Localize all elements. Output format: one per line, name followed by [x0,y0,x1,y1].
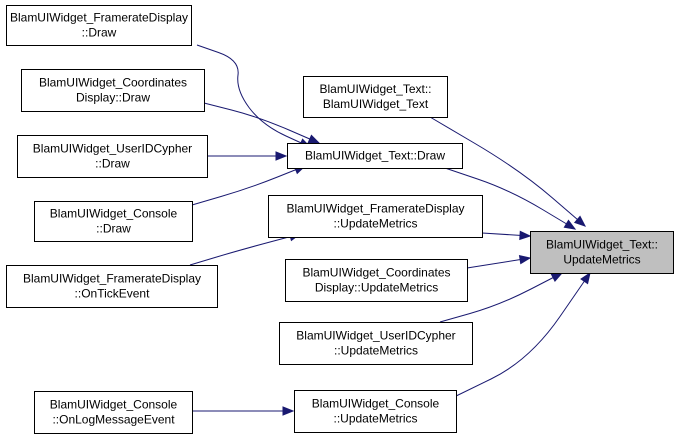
node-box [268,195,483,238]
node-box [287,143,463,169]
node-userid-draw[interactable]: BlamUIWidget_UserIDCypher::Draw [17,135,208,178]
node-label: BlamUIWidget_Text::Draw [305,149,445,163]
node-box [34,201,193,242]
edge-console_update-to-text_update [451,271,591,399]
node-label: ::Draw [96,222,131,236]
edge-line [203,102,320,144]
node-label: ::OnTickEvent [75,287,151,301]
node-label: ::UpdateMetrics [334,344,418,358]
edge-text_draw-to-text_update [444,167,577,230]
node-label: ::UpdateMetrics [333,412,417,426]
arrowhead-icon [550,272,564,283]
edge-userid_draw-to-text_draw [207,151,288,161]
edge-line [196,44,311,148]
node-label: BlamUIWidget_UserIDCypher [296,329,455,343]
edge-line [191,165,306,206]
node-userid-update[interactable]: BlamUIWidget_UserIDCypher::UpdateMetrics [279,322,473,365]
node-label: ::Draw [95,157,130,171]
edge-framerate_update-to-text_update [481,230,532,241]
node-box [530,231,674,274]
call-nodes: BlamUIWidget_FramerateDisplay::DrawBlamU… [6,5,674,434]
node-label: Display::Draw [76,91,150,105]
node-text-update[interactable]: BlamUIWidget_Text::UpdateMetrics [530,231,674,274]
node-box [285,259,468,302]
arrowhead-icon [580,271,591,285]
arrowhead-icon [573,215,587,227]
node-label: ::Draw [82,26,117,40]
arrowhead-icon [307,134,321,144]
node-label: BlamUIWidget_Coordinates [302,266,450,280]
node-label: BlamUIWidget_UserIDCypher [33,142,192,156]
node-label: Display::UpdateMetrics [315,281,438,295]
node-label: BlamUIWidget_Text:: [546,238,658,252]
arrowhead-icon [282,406,295,416]
node-label: BlamUIWidget_FramerateDisplay [23,272,201,286]
edge-line [466,257,531,269]
node-label: ::UpdateMetrics [333,217,417,231]
edge-coordinates_draw-to-text_draw [203,102,321,144]
node-box [303,76,448,118]
node-label: ::OnLogMessageEvent [52,413,175,427]
node-framerate-tick[interactable]: BlamUIWidget_FramerateDisplay::OnTickEve… [6,265,218,308]
node-box [21,69,205,112]
node-label: BlamUIWidget_Console [312,397,440,411]
edge-line [451,272,591,399]
node-label: BlamUIWidget_FramerateDisplay [286,202,464,216]
edge-text_ctor-to-text_update [429,116,587,227]
arrowhead-icon [275,151,288,161]
node-box [17,135,208,178]
edge-coordinates_update-to-text_update [466,254,532,269]
node-console-log[interactable]: BlamUIWidget_Console::OnLogMessageEvent [34,391,193,434]
arrowhead-icon [518,254,532,265]
arrowhead-icon [563,219,577,230]
node-label: BlamUIWidget_Console [50,398,178,412]
node-box [279,322,473,365]
node-label: UpdateMetrics [563,253,640,267]
node-framerate-update[interactable]: BlamUIWidget_FramerateDisplay::UpdateMet… [268,195,483,238]
edge-line [444,167,576,230]
node-framerate-draw[interactable]: BlamUIWidget_FramerateDisplay::Draw [6,5,192,46]
edge-line [439,272,563,323]
node-label: BlamUIWidget_Text [323,97,429,111]
node-console-draw[interactable]: BlamUIWidget_Console::Draw [34,201,193,242]
node-label: BlamUIWidget_Coordinates [39,76,187,90]
node-text-ctor[interactable]: BlamUIWidget_Text::BlamUIWidget_Text [303,76,448,118]
edge-line [429,116,586,227]
node-box [34,391,193,434]
node-box [294,390,457,433]
node-console-update[interactable]: BlamUIWidget_Console::UpdateMetrics [294,390,457,433]
node-text-draw[interactable]: BlamUIWidget_Text::Draw [287,143,463,169]
node-box [6,5,192,46]
arrowhead-icon [519,230,532,241]
node-label: BlamUIWidget_FramerateDisplay [10,11,188,25]
edge-line [189,233,301,266]
node-coordinates-update[interactable]: BlamUIWidget_CoordinatesDisplay::UpdateM… [285,259,468,302]
edge-console_log-to-console_update [192,406,295,416]
node-box [6,265,218,308]
node-label: BlamUIWidget_Text:: [319,82,431,96]
node-label: BlamUIWidget_Console [50,207,178,221]
